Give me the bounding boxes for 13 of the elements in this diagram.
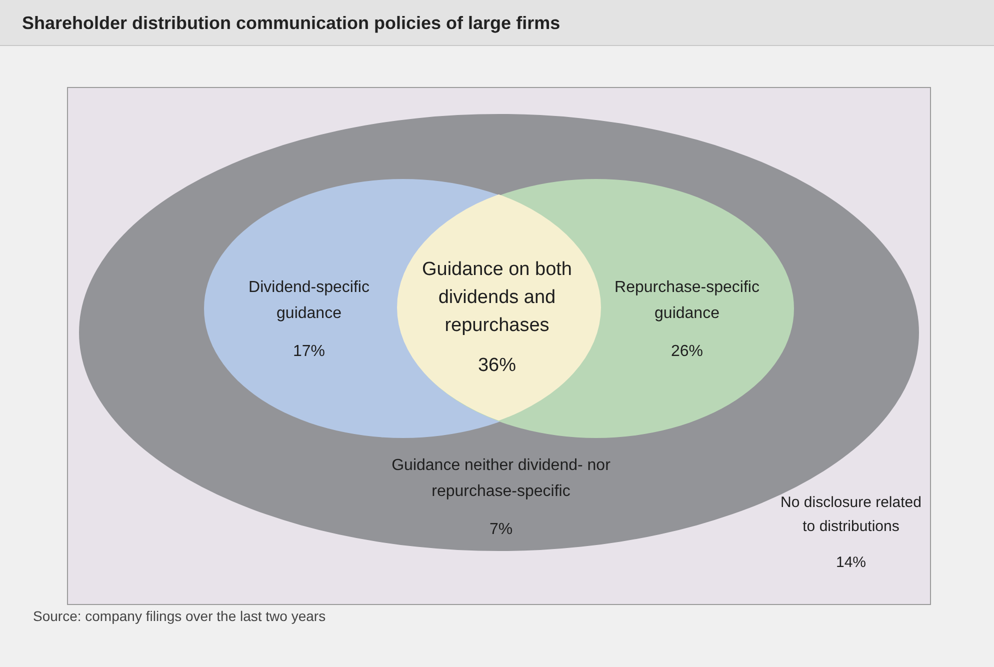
region-label: Guidance neither dividend- nor repurchase-specific bbox=[390, 456, 612, 502]
percentage-value: 14% bbox=[834, 553, 868, 573]
region-label: Guidance on both dividends and repurchases bbox=[420, 258, 573, 338]
chart-title: Shareholder distribution communication policies of large firms bbox=[22, 13, 560, 34]
percentage-value: 7% bbox=[488, 520, 514, 540]
outer-frame bbox=[67, 87, 931, 605]
region-label: No disclosure related to distributions bbox=[780, 493, 922, 537]
percentage-value: 26% bbox=[670, 342, 704, 362]
source-note: Source: company filings over the last two years bbox=[33, 608, 326, 624]
percentage-value: 17% bbox=[292, 342, 326, 362]
percentage-value: 36% bbox=[476, 354, 518, 378]
region-label: Dividend-specific guidance bbox=[248, 278, 370, 324]
region-label: Repurchase-specific guidance bbox=[614, 278, 760, 324]
